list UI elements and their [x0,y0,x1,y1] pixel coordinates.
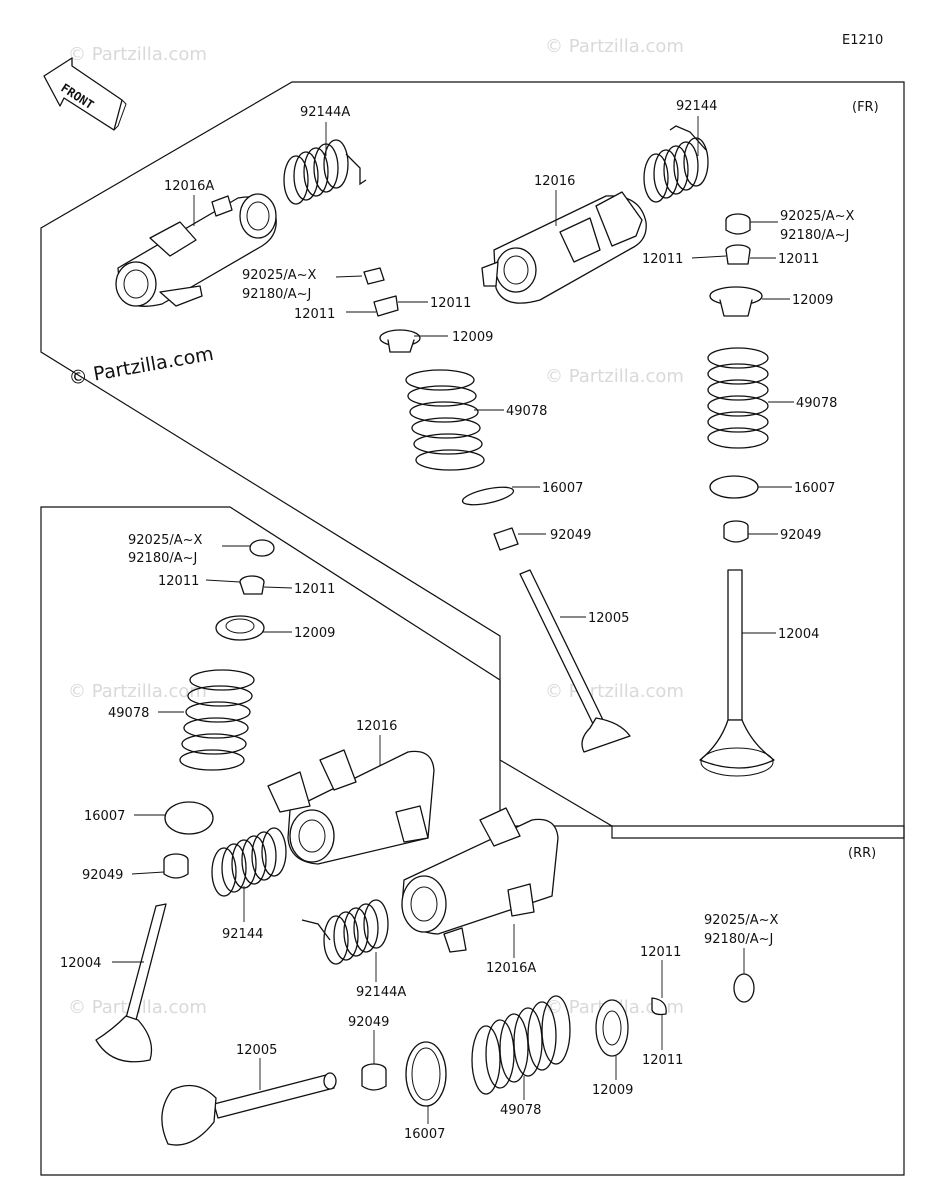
shim-92025 [249,539,275,557]
part-label: 92144A [356,985,406,1000]
part-label: 92180/A~J [242,287,311,302]
valve-12005 [161,1072,337,1146]
rocker-arm-12016 [481,191,647,304]
retainer-12009 [709,286,763,317]
retainer-12009 [595,999,629,1057]
part-label: 49078 [108,706,149,721]
part-label: 12011 [294,582,335,597]
part-label: 12009 [452,330,493,345]
part-label: 49078 [506,404,547,419]
part-label: 16007 [542,481,583,496]
watermark: © Partzilla.com [545,681,684,702]
part-label: 12011 [158,574,199,589]
section-front-label: (FR) [852,100,879,115]
watermarks: © Partzilla.com © Partzilla.com © Partzi… [67,36,684,1018]
seat-16007 [461,486,515,506]
rocker-arm-12016 [267,749,435,865]
rocker-arm-12016A [401,807,559,953]
part-label: 12005 [236,1043,277,1058]
part-label: 12011 [430,296,471,311]
keeper-12011 [651,997,667,1016]
part-label: 12011 [640,945,681,960]
part-label: 92025/A~X [128,533,203,548]
part-label: 12009 [592,1083,633,1098]
valve-spring-49078 [471,995,571,1095]
part-label: 12011 [294,307,335,322]
section-rear-label: (RR) [848,846,876,861]
part-label: 92144A [300,105,350,120]
seal-92049 [493,527,519,551]
part-label: 92049 [780,528,821,543]
part-label: 16007 [404,1127,445,1142]
spring-92144A [283,139,367,205]
part-label: 92049 [348,1015,389,1030]
watermark: © Partzilla.com [68,44,207,65]
part-label: 92049 [550,528,591,543]
watermark: © Partzilla.com [68,681,207,702]
part-label: 12016 [534,174,575,189]
rear-section-frame [40,506,905,1176]
valve-12005 [519,569,631,753]
part-label: 12004 [60,956,101,971]
shim-92025 [363,267,385,285]
part-label: 12011 [778,252,819,267]
part-label: 92025/A~X [242,268,317,283]
part-label: 92144 [222,927,263,942]
part-label: 49078 [796,396,837,411]
part-labels: 92144A 12016A 92144 12016 92025/A~X 9218… [60,99,855,1142]
valve-spring-49078 [179,669,255,771]
part-label: 92180/A~J [780,228,849,243]
part-label: 12011 [642,1053,683,1068]
part-label: 92180/A~J [128,551,197,566]
part-label: 12016 [356,719,397,734]
part-label: 92180/A~J [704,932,773,947]
rocker-arm-12016A [115,193,277,307]
seal-92049 [723,520,749,543]
watermark: © Partzilla.com [545,36,684,57]
part-label: 12011 [642,252,683,267]
part-label: 12009 [294,626,335,641]
keeper-12011 [373,295,399,317]
watermark-main: © Partzilla.com [67,343,215,390]
part-label: 92144 [676,99,717,114]
spring-92144 [211,827,287,897]
leader-lines [112,116,794,1124]
seat-16007 [164,801,214,835]
valve-spring-49078 [405,369,485,471]
keeper-12011 [239,575,265,595]
part-label: 49078 [500,1103,541,1118]
keeper-12011 [725,244,751,265]
front-arrow-icon: FRONT [43,57,127,131]
part-label: 12016A [486,961,536,976]
watermark: © Partzilla.com [545,366,684,387]
valve-spring-49078 [707,347,769,449]
shim-92025 [725,213,751,235]
shim-92025 [733,973,755,1003]
valve-12004 [95,903,167,1063]
part-label: 16007 [794,481,835,496]
seat-16007 [709,475,759,499]
seal-92049 [163,853,189,879]
part-label: 92025/A~X [780,209,855,224]
part-label: 12016A [164,179,214,194]
retainer-12009 [215,615,265,641]
front-section-frame [40,81,905,839]
part-label: 92025/A~X [704,913,779,928]
seat-16007 [405,1041,447,1107]
part-label: 92049 [82,868,123,883]
retainer-12009 [379,329,421,353]
part-label: 12004 [778,627,819,642]
part-label: 12005 [588,611,629,626]
part-label: 16007 [84,809,125,824]
seal-92049 [361,1063,387,1091]
diagram-code: E1210 [842,33,883,48]
spring-92144A [301,899,389,965]
part-label: 12009 [792,293,833,308]
valve-12004 [699,569,775,777]
